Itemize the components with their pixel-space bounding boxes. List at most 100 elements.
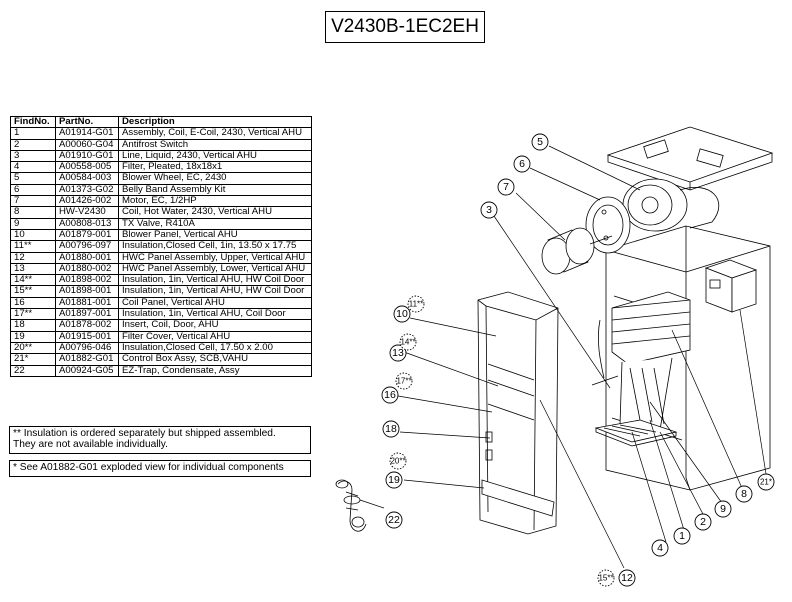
callout-circle <box>393 305 411 323</box>
callout-balloon: 11** <box>407 295 425 313</box>
callout-circle <box>381 386 399 404</box>
callout-circle <box>407 295 425 313</box>
description-cell: Coil, Hot Water, 2430, Vertical AHU <box>118 206 312 219</box>
description-cell: Insulation,Closed Cell, 17.50 x 2.00 <box>118 341 312 355</box>
callout-balloon: 6 <box>513 155 531 173</box>
header-findno: FindNo. <box>10 115 56 129</box>
description-cell: Blower Wheel, EC, 2430 <box>118 172 312 185</box>
door-panels-drawing <box>477 291 559 535</box>
description-cell: Insert, Coil, Door, AHU <box>118 319 312 332</box>
description-cell: Control Box Assy, SCB,VAHU <box>118 353 312 366</box>
insulation-note: ** Insulation is ordered separately but … <box>9 426 311 454</box>
partno-cell: A00584-003 <box>55 172 119 185</box>
callout-circle <box>399 333 417 351</box>
description-cell: Insulation, 1in, Vertical AHU, HW Coil D… <box>118 274 312 287</box>
callout-balloon: 8 <box>735 485 753 503</box>
control-box-drawing <box>704 259 758 313</box>
description-cell: Insulation,Closed Cell, 1in, 13.50 x 17.… <box>118 240 312 253</box>
callout-label: 19 <box>388 474 400 486</box>
partno-cell: A01878-002 <box>55 319 119 332</box>
callout-label: 3 <box>486 204 492 216</box>
callout-label: 8 <box>741 488 747 500</box>
callout-label: 13 <box>392 347 404 359</box>
callout-label: 10 <box>396 308 408 320</box>
filter-drawing <box>594 419 678 447</box>
description-cell: Insulation, 1in, Vertical AHU, Coil Door <box>118 308 312 321</box>
callout-circle <box>385 511 403 529</box>
callout-circle <box>757 473 775 491</box>
callout-balloon: 14** <box>399 333 417 351</box>
callout-circle <box>382 420 400 438</box>
partno-cell: A01910-G01 <box>55 149 119 163</box>
callout-balloon: 10 <box>393 305 411 323</box>
callout-balloon: 15** <box>597 569 615 587</box>
description-cell: Line, Liquid, 2430, Vertical AHU <box>118 149 312 163</box>
callout-circle <box>597 569 615 587</box>
callout-label: 14** <box>400 338 415 347</box>
leader-lines <box>359 145 767 569</box>
description-cell: Coil Panel, Vertical AHU <box>118 296 312 310</box>
callout-balloon: 4 <box>651 539 669 557</box>
description-cell: Assembly, Coil, E-Coil, 2430, Vertical A… <box>118 127 312 140</box>
callout-circle <box>531 133 549 151</box>
ez-trap-drawing <box>335 479 367 532</box>
callout-label: 4 <box>657 542 663 554</box>
callout-label: 7 <box>503 181 509 193</box>
callout-balloon: 17** <box>395 372 413 390</box>
callout-label: 22 <box>388 514 400 526</box>
callout-circle <box>673 527 691 545</box>
description-cell: Blower Panel, Vertical AHU <box>118 228 312 242</box>
callout-label: 1 <box>679 530 685 542</box>
partno-cell: A01914-G01 <box>55 127 119 140</box>
callout-balloon: 19 <box>385 471 403 489</box>
callout-balloon: 2 <box>694 513 712 531</box>
description-cell: EZ-Trap, Condensate, Assy <box>118 364 312 377</box>
callout-circle <box>395 372 413 390</box>
callout-balloon: 9 <box>714 500 732 518</box>
callout-circle <box>389 344 407 362</box>
callout-circle <box>714 500 732 518</box>
blower-wheel-drawing <box>622 178 720 232</box>
description-cell: HWC Panel Assembly, Upper, Vertical AHU <box>118 251 312 264</box>
callout-circle <box>735 485 753 503</box>
callout-label: 20** <box>390 457 405 466</box>
callout-label: 6 <box>519 158 525 170</box>
callout-circle <box>694 513 712 531</box>
callout-circle <box>513 155 531 173</box>
callout-label: 2 <box>700 516 706 528</box>
callout-balloon: 1 <box>673 527 691 545</box>
callout-label: 21* <box>760 478 772 487</box>
partno-cell: A00796-097 <box>55 240 119 253</box>
callout-balloon: 5 <box>531 133 549 151</box>
description-cell: HWC Panel Assembly, Lower, Vertical AHU <box>118 262 312 276</box>
callout-balloon: 22 <box>385 511 403 529</box>
partno-cell: A01879-001 <box>55 228 119 242</box>
exploded-view-note: * See A01882-G01 exploded view for indiv… <box>9 460 311 477</box>
callout-label: 12 <box>621 572 633 584</box>
motor-drawing <box>541 227 613 275</box>
callout-balloon: 16 <box>381 386 399 404</box>
callout-label: 9 <box>720 503 726 515</box>
top-panel-drawing <box>606 126 774 191</box>
callout-balloon: 7 <box>497 178 515 196</box>
callout-circle <box>651 539 669 557</box>
callout-balloon: 3 <box>480 201 498 219</box>
callout-balloon: 13 <box>389 344 407 362</box>
description-cell: Filter Cover, Vertical AHU <box>118 330 312 343</box>
belly-band-drawing <box>585 196 631 254</box>
